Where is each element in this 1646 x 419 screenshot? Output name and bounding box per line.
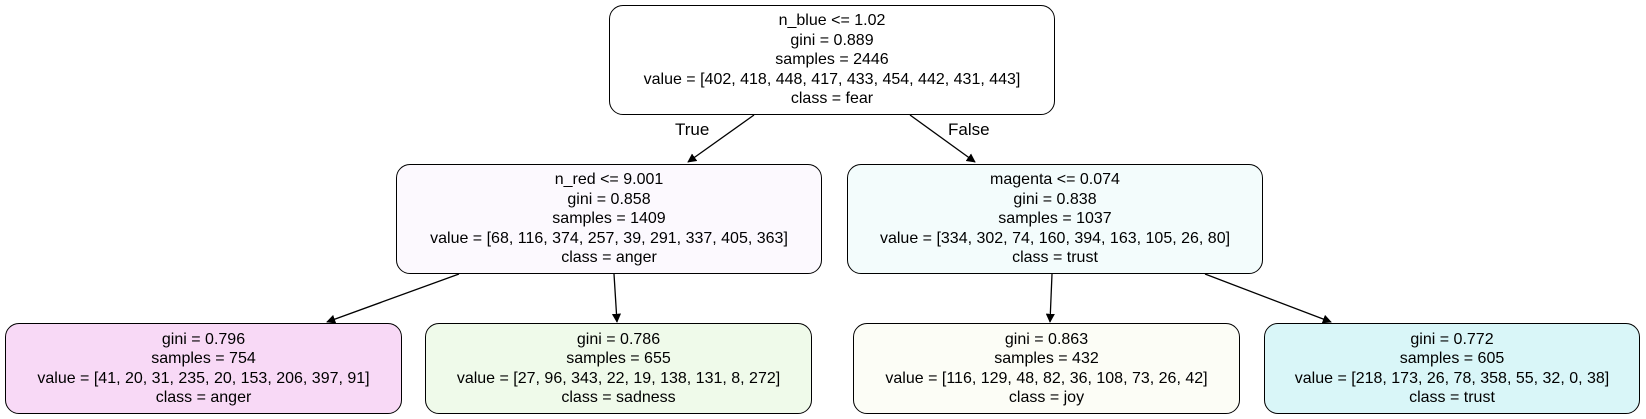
- node-gini: gini = 0.863: [1004, 330, 1089, 348]
- edge-right-leaf-rl: [1045, 273, 1055, 323]
- node-class: class = trust: [1409, 389, 1495, 406]
- node-class: class = anger: [561, 249, 657, 267]
- node-samples: samples = 2446: [775, 51, 889, 69]
- tree-leaf-right-right: gini = 0.772 samples = 605 value = [218,…: [1264, 323, 1640, 414]
- node-samples: samples = 432: [994, 350, 1099, 367]
- edge-left-leaf-ll: [326, 273, 460, 324]
- node-gini: gini = 0.889: [790, 31, 874, 49]
- node-class: class = trust: [1012, 249, 1098, 267]
- node-value: value = [41, 20, 31, 235, 20, 153, 206, …: [37, 369, 370, 387]
- tree-node-left: n_red <= 9.001 gini = 0.858 samples = 14…: [396, 164, 822, 274]
- node-value: value = [218, 173, 26, 78, 358, 55, 32, …: [1294, 369, 1610, 387]
- node-value: value = [68, 116, 374, 257, 39, 291, 337…: [430, 229, 788, 247]
- node-samples: samples = 754: [151, 350, 256, 367]
- node-samples: samples = 1037: [998, 210, 1112, 228]
- node-samples: samples = 605: [1399, 350, 1505, 367]
- node-class: class = fear: [790, 90, 874, 108]
- node-samples: samples = 655: [566, 350, 671, 367]
- tree-node-right: magenta <= 0.074 gini = 0.838 samples = …: [847, 164, 1263, 274]
- node-gini: gini = 0.772: [1410, 330, 1494, 348]
- node-value: value = [334, 302, 74, 160, 394, 163, 10…: [879, 229, 1231, 247]
- node-value: value = [116, 129, 48, 82, 36, 108, 73, …: [885, 369, 1208, 387]
- tree-leaf-right-left: gini = 0.863 samples = 432 value = [116,…: [853, 323, 1240, 414]
- node-value: value = [402, 418, 448, 417, 433, 454, 4…: [643, 70, 1021, 88]
- edge-right-leaf-rr: [1204, 273, 1332, 324]
- edge-label-false: False: [948, 120, 990, 139]
- node-gini: gini = 0.786: [576, 330, 661, 348]
- node-value: value = [27, 96, 343, 22, 19, 138, 131, …: [456, 369, 781, 387]
- edge-left-leaf-lr: [611, 273, 622, 323]
- node-gini: gini = 0.858: [567, 190, 651, 208]
- node-class: class = joy: [1008, 389, 1085, 406]
- tree-node-root: n_blue <= 1.02 gini = 0.889 samples = 24…: [609, 5, 1055, 115]
- node-class: class = sadness: [561, 389, 676, 406]
- tree-leaf-left-right: gini = 0.786 samples = 655 value = [27, …: [425, 323, 812, 414]
- node-gini: gini = 0.838: [1013, 190, 1097, 208]
- edge-label-true: True: [675, 120, 710, 139]
- node-split-rule: magenta <= 0.074: [990, 171, 1120, 189]
- node-gini: gini = 0.796: [161, 330, 246, 348]
- node-class: class = anger: [155, 389, 252, 406]
- node-split-rule: n_blue <= 1.02: [778, 12, 886, 30]
- tree-leaf-left-left: gini = 0.796 samples = 754 value = [41, …: [5, 323, 402, 414]
- node-samples: samples = 1409: [552, 210, 666, 228]
- node-split-rule: n_red <= 9.001: [554, 171, 664, 189]
